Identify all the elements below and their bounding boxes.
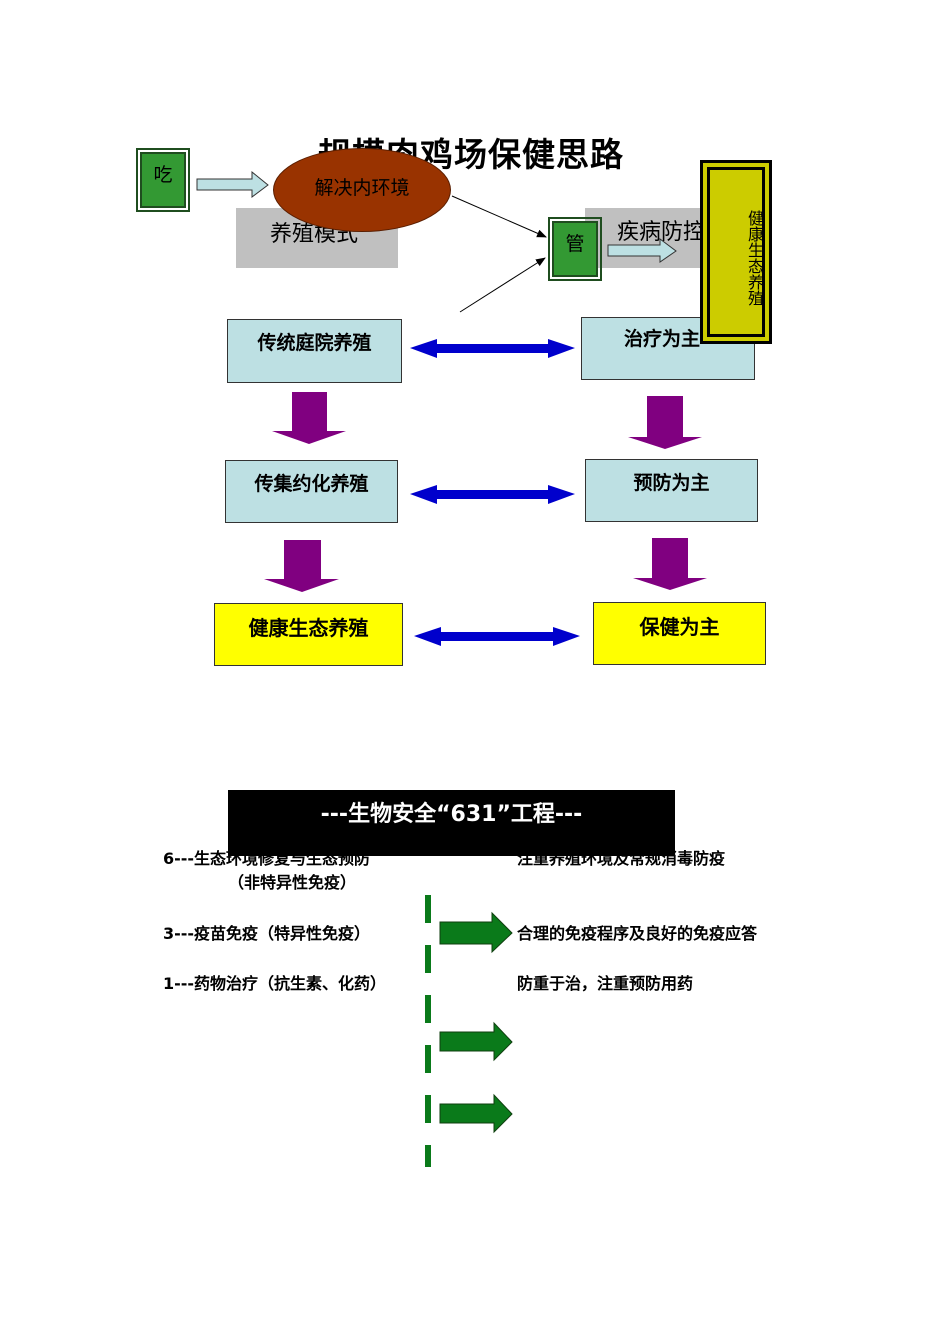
manage-box: 管: [548, 217, 602, 281]
down-arrow-left-2: [264, 540, 339, 592]
left-box-2-label: 传集约化养殖: [254, 473, 369, 495]
right-box-2: 预防为主: [585, 459, 758, 522]
disease-control-label: 疾病防控: [617, 220, 706, 245]
double-arrow-1: [410, 339, 575, 358]
right-box-3-label: 保健为主: [639, 615, 720, 639]
left-box-3: 健康生态养殖: [214, 603, 403, 666]
right-box-3: 保健为主: [593, 602, 766, 665]
inner-environment-ellipse: 解决内环境: [273, 148, 451, 232]
dashed-divider: [425, 895, 431, 1167]
left-box-3-label: 健康生态养殖: [248, 616, 369, 640]
eat-label: 吃: [153, 164, 173, 186]
green-arrow-3: [439, 1093, 513, 1134]
double-arrow-2: [410, 485, 575, 504]
manage-label: 管: [565, 233, 585, 255]
row-1-left: 1---药物治疗（抗生素、化药）: [163, 974, 387, 993]
green-arrow-2: [439, 1021, 513, 1062]
right-box-1-label: 治疗为主: [624, 328, 701, 350]
ellipse-to-manage-line: [451, 195, 547, 238]
right-box-2-label: 预防为主: [633, 472, 710, 494]
row-3-left: 3---疫苗免疫（特异性免疫）: [163, 924, 371, 943]
down-arrow-right-1: [628, 396, 702, 449]
healthy-eco-vertical-box: 健康生态养殖: [700, 160, 772, 344]
double-arrow-3: [414, 627, 580, 646]
biosafety-banner-label: ---生物安全“631”工程---: [320, 802, 583, 827]
down-arrow-right-2: [633, 538, 707, 590]
biosafety-banner: ---生物安全“631”工程---: [228, 790, 675, 856]
left-box-1-label: 传统庭院养殖: [257, 332, 372, 354]
healthy-eco-vertical-label: 健康生态养殖: [707, 167, 765, 337]
left-box-1: 传统庭院养殖: [227, 319, 402, 383]
eat-box: 吃: [136, 148, 190, 212]
inner-environment-label: 解决内环境: [314, 176, 410, 199]
eat-to-ellipse-arrow: [196, 170, 269, 198]
row-6-left-sub: （非特异性免疫）: [228, 873, 357, 892]
bottom-to-manage-line: [459, 257, 546, 313]
left-box-2: 传集约化养殖: [225, 460, 398, 523]
right-box-1: 治疗为主: [581, 317, 755, 380]
row-3-right: 合理的免疫程序及良好的免疫应答: [517, 924, 758, 943]
down-arrow-left-1: [272, 392, 346, 444]
green-arrow-1: [439, 911, 513, 954]
row-1-right: 防重于治，注重预防用药: [517, 974, 694, 993]
